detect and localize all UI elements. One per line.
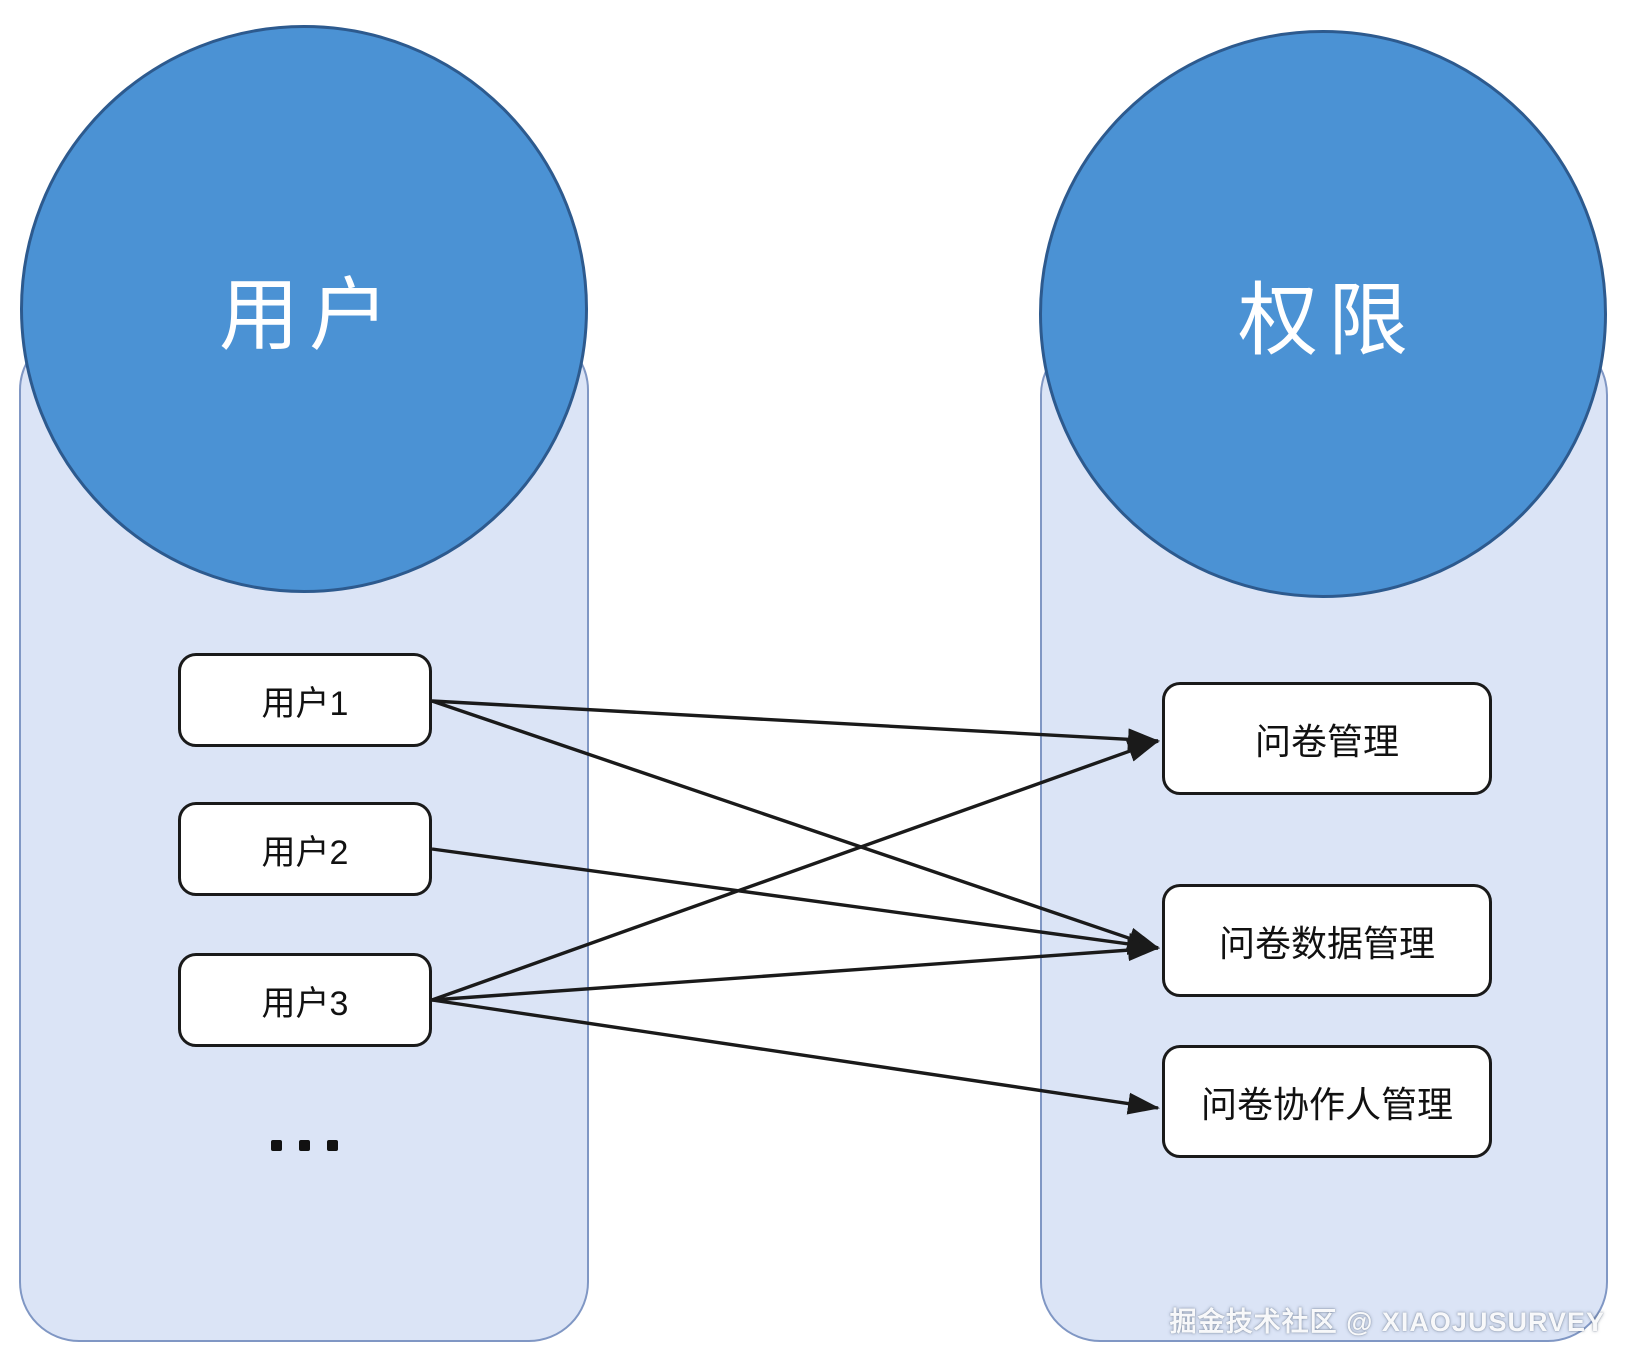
users-circle: 用户 bbox=[20, 25, 588, 593]
perm-survey-collaborator-management-label: 问卷协作人管理 bbox=[1200, 1083, 1453, 1125]
permissions-circle: 权限 bbox=[1039, 30, 1607, 598]
users-circle-label: 用户 bbox=[219, 271, 399, 360]
perm-survey-data-management-label: 问卷数据管理 bbox=[1218, 922, 1435, 964]
ellipsis-dot bbox=[327, 1140, 338, 1151]
perm-survey-collaborator-management-node: 问卷协作人管理 bbox=[1162, 1045, 1492, 1158]
user1-label: 用户1 bbox=[261, 684, 349, 723]
user2-node: 用户2 bbox=[178, 802, 432, 896]
user2-label: 用户2 bbox=[261, 833, 349, 872]
user1-node: 用户1 bbox=[178, 653, 432, 747]
ellipsis-dot bbox=[299, 1140, 310, 1151]
perm-survey-data-management-node: 问卷数据管理 bbox=[1162, 884, 1492, 997]
ellipsis-dot bbox=[271, 1140, 282, 1151]
more-users-ellipsis bbox=[271, 1140, 338, 1151]
permissions-circle-label: 权限 bbox=[1238, 276, 1418, 365]
watermark: 掘金技术社区 @ XIAOJUSURVEY bbox=[1169, 1307, 1605, 1337]
user3-node: 用户3 bbox=[178, 953, 432, 1047]
perm-survey-management-label: 问卷管理 bbox=[1254, 720, 1399, 762]
user3-label: 用户3 bbox=[261, 984, 349, 1023]
perm-survey-management-node: 问卷管理 bbox=[1162, 682, 1492, 795]
